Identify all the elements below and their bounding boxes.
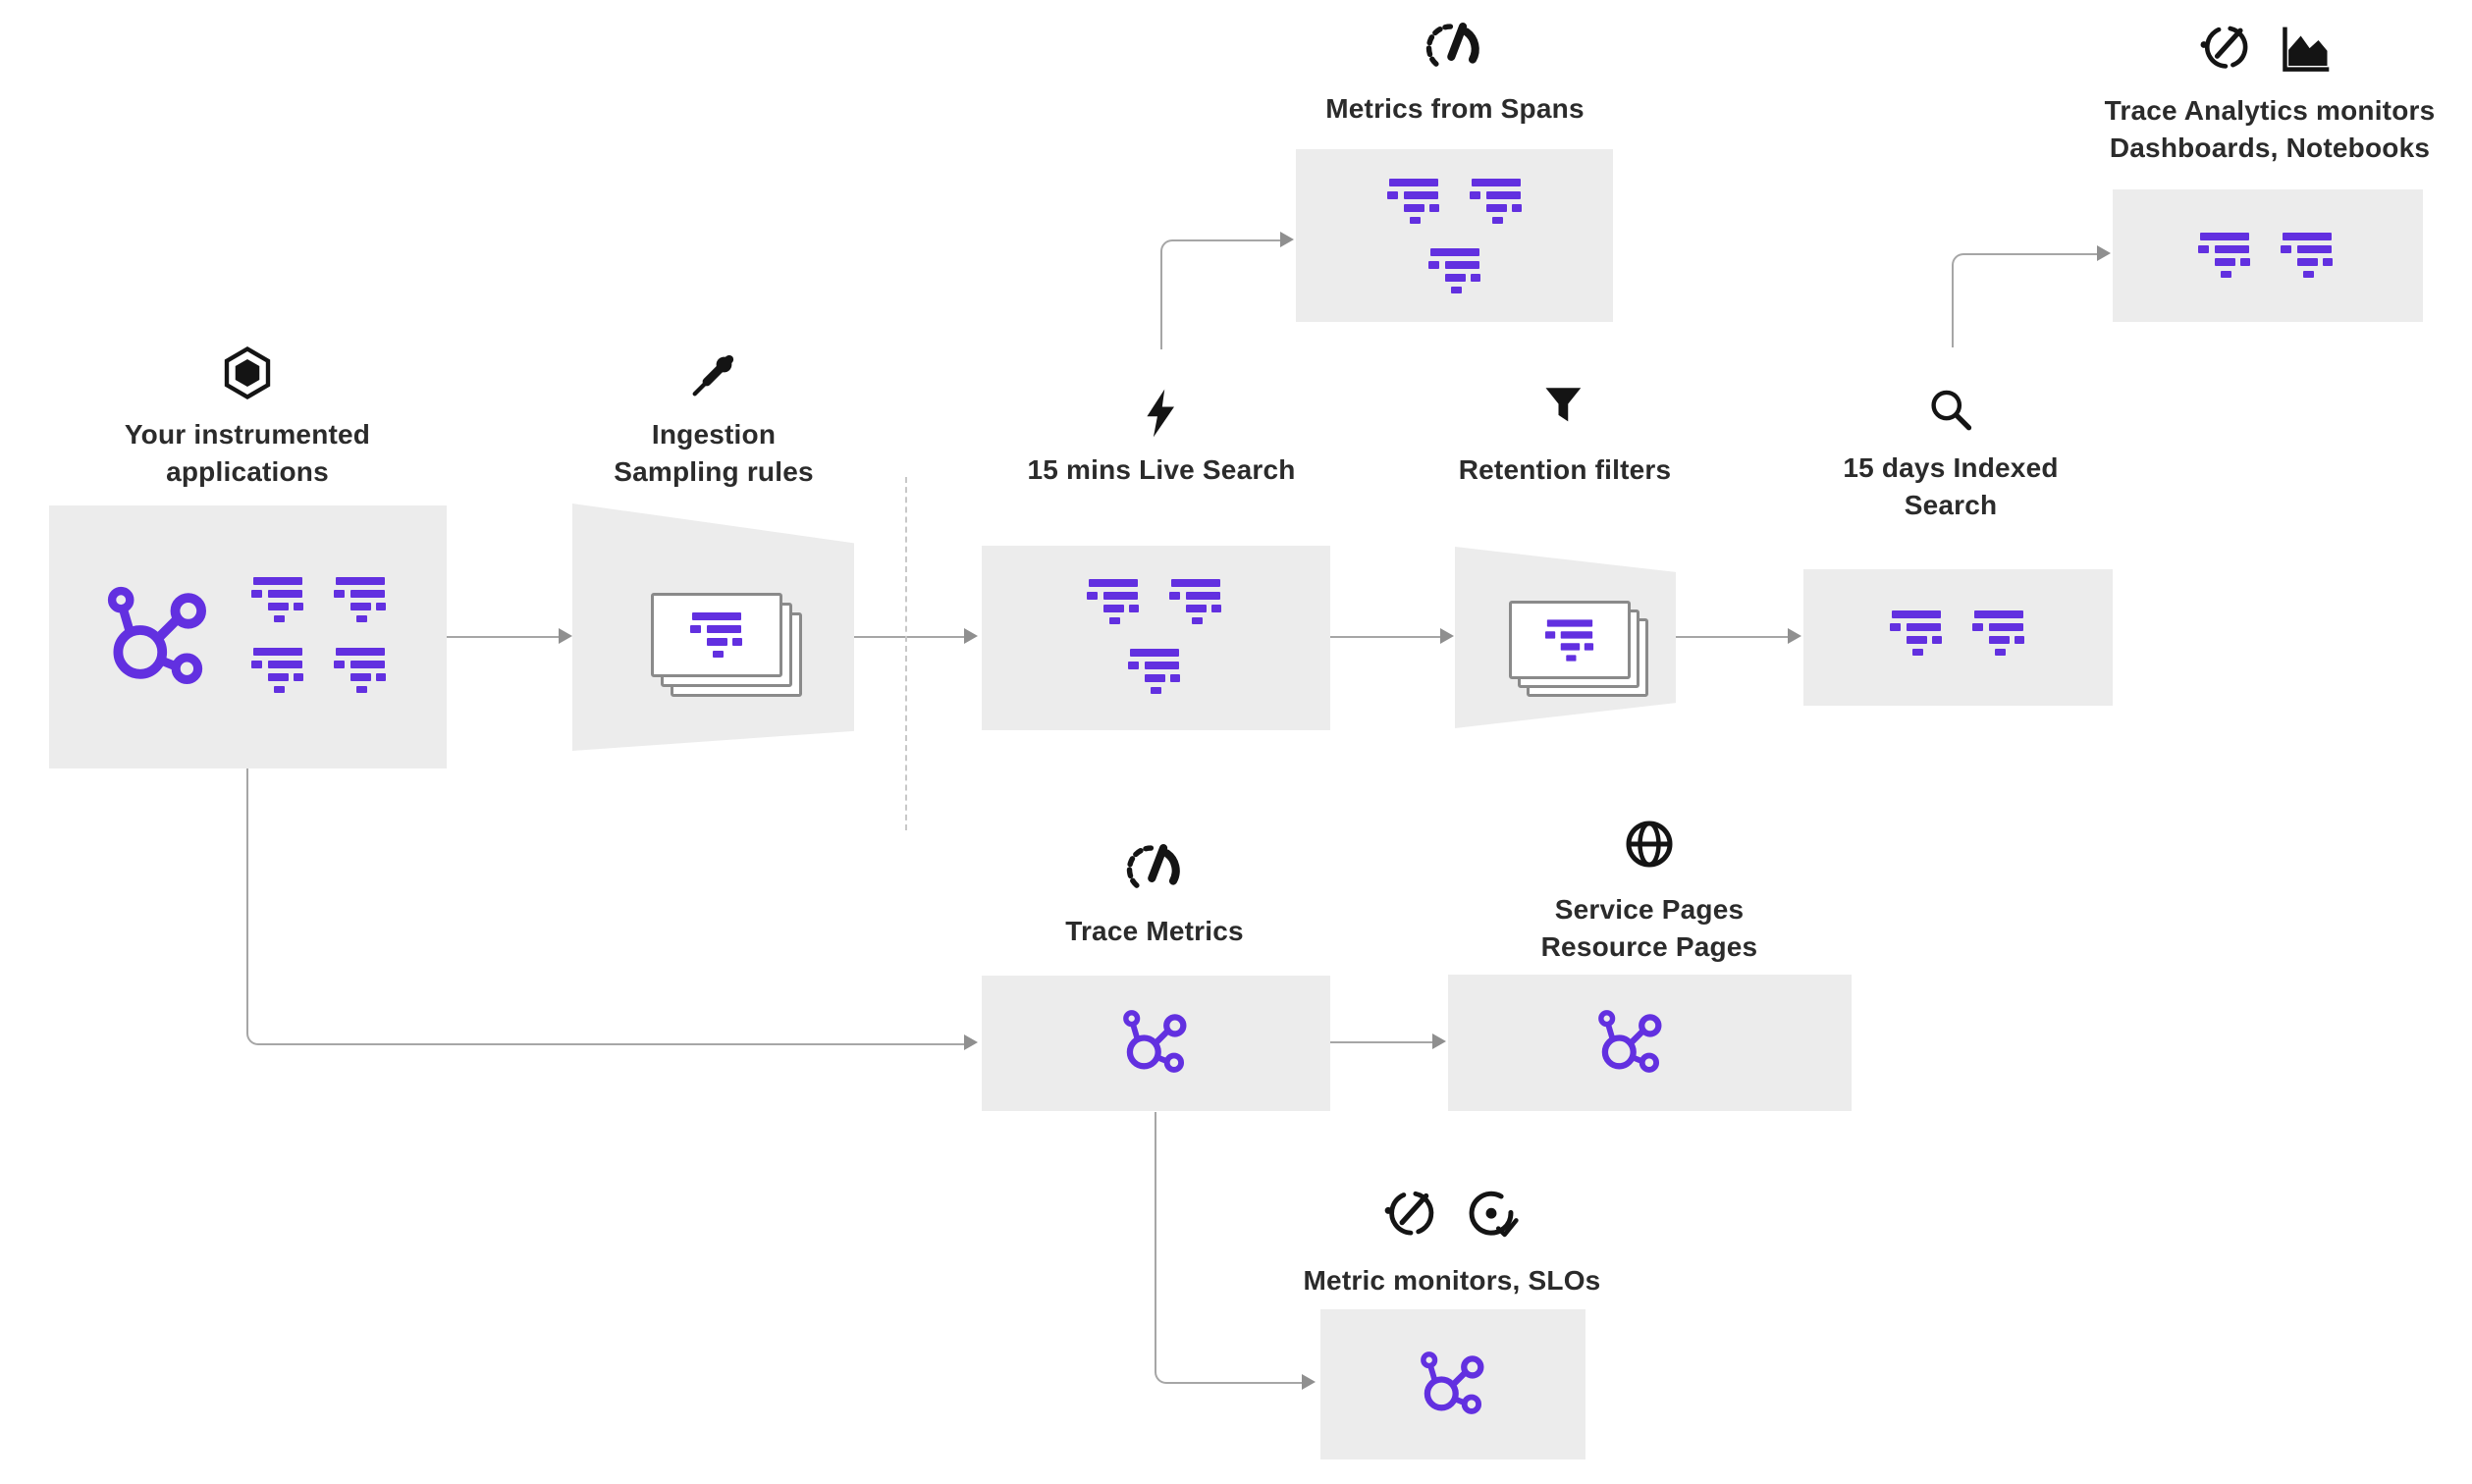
arrow-livesearch-to-retention (1330, 636, 1440, 638)
area-chart-icon (2283, 26, 2330, 72)
arrow-tracemetrics-to-metricmonitors (1155, 1112, 1306, 1384)
sampled-traces-cards (651, 593, 802, 697)
span-list-icon (1890, 610, 1943, 656)
trace-map-icon (1595, 1007, 1666, 1078)
retention-filters-label: Retention filters (1458, 454, 1672, 485)
lightning-icon (1147, 389, 1174, 438)
gauge-icon (1124, 839, 1185, 896)
span-list-icon (1169, 579, 1222, 624)
globe-icon (1626, 821, 1673, 868)
metrics-from-spans-label: Metrics from Spans (1325, 93, 1585, 124)
metric-monitors-label: Metric monitors, SLOs (1303, 1265, 1601, 1296)
trace-analytics-box (2113, 189, 2423, 322)
span-list-icon (251, 577, 304, 622)
span-list-icon (1428, 248, 1481, 293)
span-list-icon (2281, 233, 2334, 278)
arrow-apps-to-tracemetrics (246, 768, 966, 1045)
span-list-icon (1545, 619, 1594, 662)
span-list-icon (251, 648, 304, 693)
magnifier-icon (1931, 390, 1972, 431)
instrumented-apps-label: Your instrumented applications (124, 419, 371, 487)
monitor-check-icon (2198, 21, 2251, 74)
service-pages-box (1448, 975, 1852, 1111)
instrumented-apps-box (49, 505, 447, 768)
live-search-label: 15 mins Live Search (1027, 454, 1296, 485)
arrowhead (1440, 628, 1454, 644)
trace-map-icon (103, 582, 213, 692)
trace-metrics-label: Trace Metrics (1065, 916, 1244, 946)
ingestion-sampling-label: Ingestion Sampling rules (614, 419, 814, 487)
ingestion-boundary-dashed-line (905, 477, 907, 830)
arrowhead (1280, 232, 1294, 247)
arrow-indexed-to-traceanalytics (1952, 253, 2101, 347)
live-search-box (982, 546, 1330, 730)
arrowhead (2097, 245, 2111, 261)
span-list-icon (1470, 179, 1523, 224)
arrow-retention-to-indexed (1676, 636, 1788, 638)
filter-funnel-icon (1545, 388, 1582, 422)
span-list-icon (2198, 233, 2251, 278)
trace-map-icon (1418, 1349, 1488, 1419)
arrow-ingestion-to-livesearch (854, 636, 964, 638)
gauge-icon (1424, 18, 1484, 75)
arrowhead (1302, 1374, 1316, 1390)
hexagon-icon (224, 345, 271, 400)
arrow-apps-to-ingestion (447, 636, 563, 638)
trace-map-icon (1120, 1007, 1191, 1078)
arrowhead (1788, 628, 1801, 644)
span-list-icon (334, 648, 387, 693)
slo-target-icon (1463, 1187, 1520, 1244)
span-list-icon (1387, 179, 1440, 224)
arrowhead (1432, 1034, 1446, 1049)
service-pages-label: Service Pages Resource Pages (1540, 894, 1758, 962)
dropper-icon (692, 354, 734, 397)
span-list-icon (1972, 610, 2025, 656)
trace-analytics-label: Trace Analytics monitors Dashboards, Not… (2104, 95, 2436, 163)
metrics-from-spans-box (1296, 149, 1613, 322)
monitor-check-icon (1382, 1186, 1437, 1241)
span-list-icon (334, 577, 387, 622)
span-list-icon (690, 612, 743, 658)
arrowhead (964, 628, 978, 644)
arrowhead (559, 628, 572, 644)
retained-traces-cards (1509, 601, 1648, 697)
indexed-search-label: 15 days Indexed Search (1843, 452, 2059, 520)
arrowhead (964, 1034, 978, 1050)
arrow-tracemetrics-to-servicepages (1330, 1041, 1433, 1043)
arrow-livesearch-to-metricsfromspans (1160, 239, 1282, 349)
indexed-search-box (1803, 569, 2113, 706)
span-list-icon (1087, 579, 1140, 624)
span-list-icon (1128, 649, 1181, 694)
